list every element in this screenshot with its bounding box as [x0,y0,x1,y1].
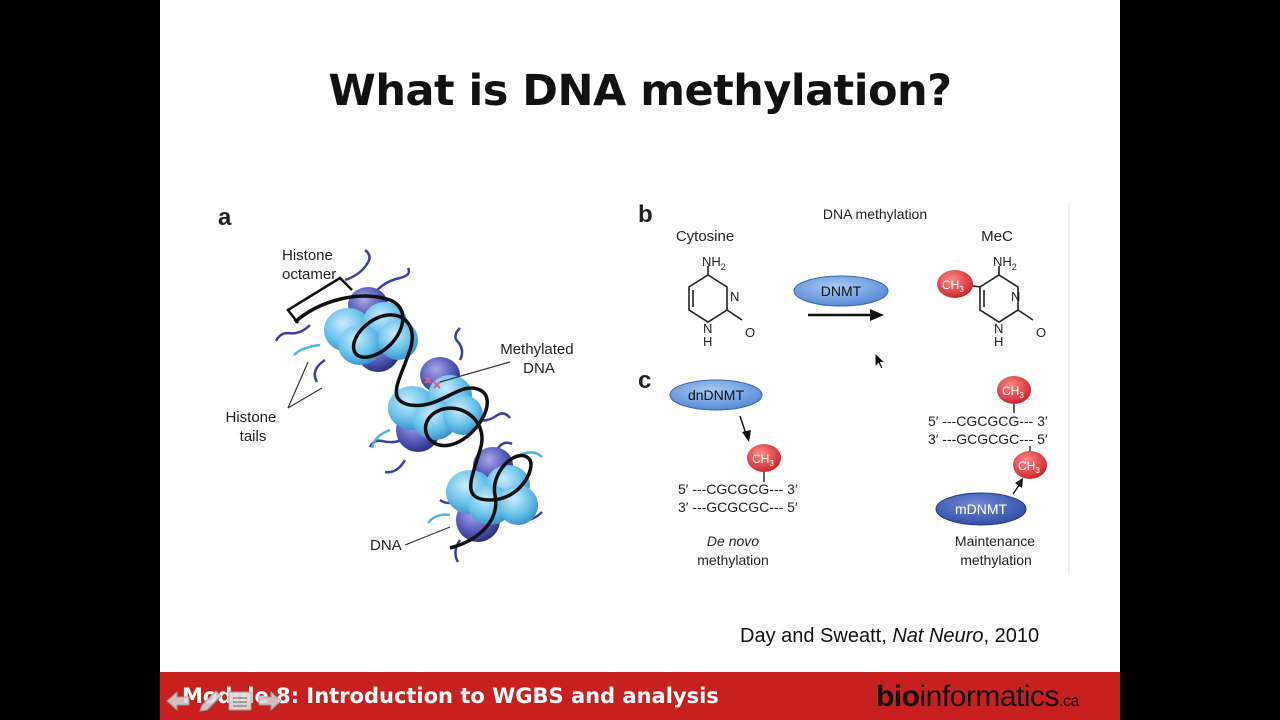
panel-b-letter: b [638,201,653,228]
svg-text:mDNMT: mDNMT [955,501,1008,517]
label-mec: MeC [981,228,1013,245]
next-slide-icon[interactable] [256,688,284,714]
methyl-marks [424,376,441,389]
panel-a-letter: a [218,204,232,231]
svg-text:N: N [730,289,739,304]
mouse-cursor-icon [874,352,887,370]
panel-b: b DNA methylation Cytosine MeC NH2 N N H… [638,201,1046,349]
panel-a: a [218,204,578,563]
label-methylated-dna: Methylated [500,341,573,358]
svg-text:H: H [703,334,712,349]
slide: What is DNA methylation? [160,0,1120,720]
citation: Day and Sweatt, Nat Neuro, 2010 [740,625,1040,647]
mdnmt-enzyme [935,492,1027,526]
svg-text:methylation: methylation [960,552,1032,568]
svg-text:N: N [994,321,1003,336]
panel-c-letter: c [638,367,651,394]
methyl-group-maint-bottom [1013,451,1047,479]
label-cytosine: Cytosine [676,228,734,245]
svg-text:3′ ---GCGCGC--- 5′: 3′ ---GCGCGC--- 5′ [678,499,798,515]
methyl-group-denovo [747,444,781,472]
svg-text:CH3: CH3 [1018,459,1040,475]
nucleosome-3 [446,447,538,542]
slide-menu-icon[interactable] [226,688,254,714]
svg-text:methylation: methylation [697,552,769,568]
svg-text:Histone tails: Histone tails [225,409,280,445]
svg-text:Maintenance: Maintenance [955,533,1035,549]
methyl-group-b [937,270,973,298]
svg-text:NH2: NH2 [702,254,726,272]
dndnmt-enzyme [669,379,763,411]
svg-text:N: N [1011,289,1020,304]
label-histone-tails: Histone [225,409,276,426]
dna-methylation-figure: a [218,201,1070,575]
svg-text:H: H [994,334,1003,349]
label-dna: DNA [370,537,402,554]
svg-text:Methylated DNA: Methylated DNA [500,341,578,377]
svg-text:5′ ---CGCGCG--- 3′: 5′ ---CGCGCG--- 3′ [678,481,798,497]
slide-title: What is DNA methylation? [328,66,952,116]
dna-strand [293,294,533,550]
dnmt-label: DNMT [821,283,862,299]
svg-text:O: O [745,325,755,340]
svg-text:N: N [703,321,712,336]
panel-c: c dnDNMT CH3 5′ ---CGCGCG--- 3′ 3′ ---GC… [638,367,1048,568]
bioinformatics-logo: bioinformatics.ca [876,680,1079,713]
cytosine-structure [688,266,743,323]
svg-text:CH3: CH3 [942,278,964,294]
panel-b-heading: DNA methylation [823,206,927,222]
label-histone-octamer: Histone [282,247,333,264]
svg-text:De novo: De novo [707,533,759,549]
pen-tool-icon[interactable] [196,688,224,714]
svg-text:3′ ---GCGCGC--- 5′: 3′ ---GCGCGC--- 5′ [928,431,1048,447]
methyl-group-maint-top [997,376,1031,404]
mec-structure [967,266,1034,323]
svg-text:O: O [1036,325,1046,340]
reaction-arrow-icon [870,309,884,321]
dnmt-enzyme [793,275,889,307]
slide-footer: Module 8: Introduction to WGBS and analy… [160,672,1120,720]
svg-text:CH3: CH3 [752,452,774,468]
svg-text:CH3: CH3 [1002,384,1024,400]
svg-text:5′ ---CGCGCG--- 3′: 5′ ---CGCGCG--- 3′ [928,413,1048,429]
slide-navigation [160,672,300,720]
svg-text:dnDNMT: dnDNMT [688,387,744,403]
svg-text:Histone octamer: Histone octamer [282,247,337,283]
previous-slide-icon[interactable] [164,688,192,714]
svg-text:NH2: NH2 [993,254,1017,272]
